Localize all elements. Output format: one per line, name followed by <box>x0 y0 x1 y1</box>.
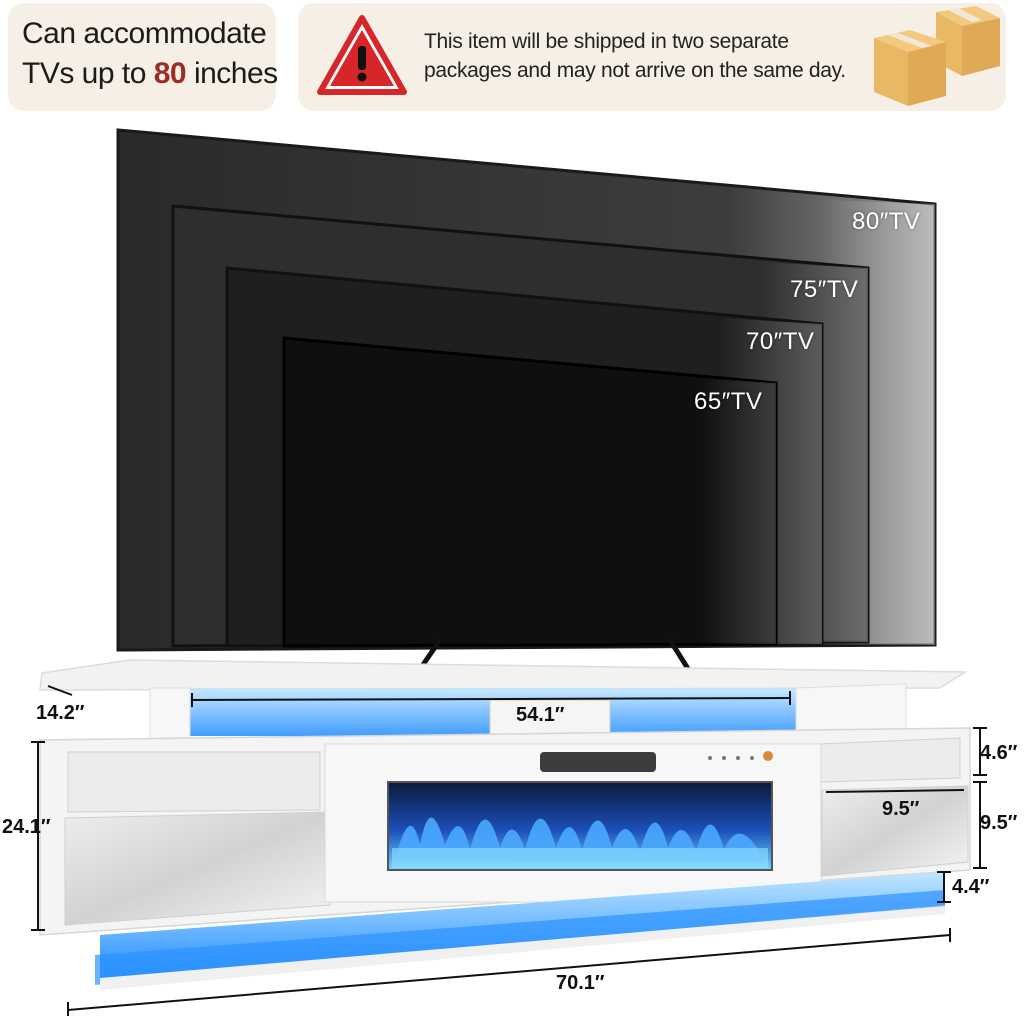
tv-capacity-panel <box>8 3 276 111</box>
max-tv-size: 80 <box>153 57 187 90</box>
tv-65-label: 65″TV <box>694 388 763 415</box>
product-illustration <box>31 128 987 1016</box>
dim-height: 24.1″ <box>2 816 51 838</box>
shipping-notice-text: This item will be shipped in two separat… <box>424 30 846 82</box>
dim-total-width: 70.1″ <box>556 972 605 994</box>
dim-base-height: 4.4″ <box>952 876 990 898</box>
tv-capacity-line2: TVs up to 80 inches <box>22 57 278 90</box>
dim-drawer-height: 9.5″ <box>980 812 1018 834</box>
dim-shelf-width: 54.1″ <box>516 704 565 726</box>
tv-capacity-line1: Can accommodate <box>22 17 267 50</box>
fireplace-speaker <box>540 752 656 772</box>
tv-80-label: 80″TV <box>852 208 921 235</box>
stand-top-board <box>39 659 968 691</box>
dim-depth: 14.2″ <box>36 702 85 724</box>
tv-capacity-text: Can accommodate TVs up to 80 inches <box>22 14 278 94</box>
dim-drawer-width: 9.5″ <box>882 798 920 820</box>
left-cabinet-door <box>64 811 331 926</box>
tv-70-label: 70″TV <box>746 328 815 355</box>
shipping-boxes-icon <box>874 6 1000 106</box>
dim-open-shelf-height: 4.6″ <box>980 742 1018 764</box>
tv-75-label: 75″TV <box>790 276 859 303</box>
right-drawer <box>821 785 969 877</box>
warning-triangle-icon <box>317 15 407 95</box>
